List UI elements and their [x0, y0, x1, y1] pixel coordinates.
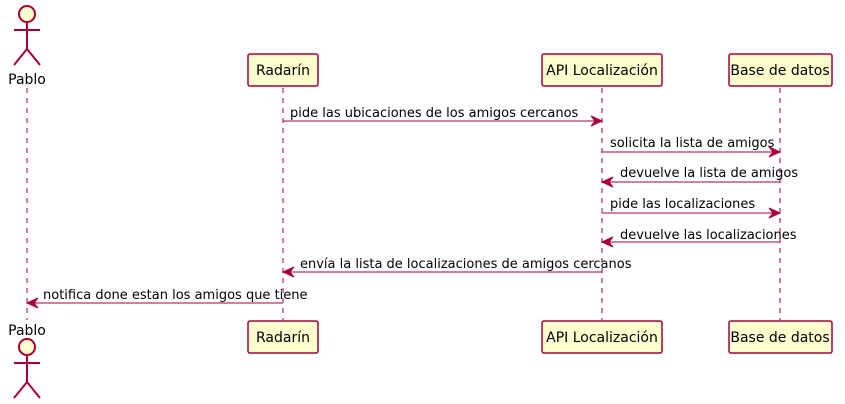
message-label-6: envía la lista de localizaciones de amig… — [300, 257, 632, 272]
message-label-1: pide las ubicaciones de los amigos cerca… — [290, 106, 579, 121]
arrow-right-icon — [768, 207, 782, 219]
participant-label-radarin-bottom: Radarín — [256, 330, 310, 346]
participant-radarin-top: Radarín — [247, 53, 319, 87]
message-label-3: devuelve la lista de amigos — [620, 166, 798, 181]
actor-pablo-bottom: Pablo — [8, 323, 46, 399]
message-5: devuelve las localizaciones — [600, 228, 797, 248]
arrow-right-icon — [590, 115, 604, 127]
actor-label-pablo-bottom: Pablo — [8, 323, 46, 339]
actor-pablo-top: Pablo — [8, 5, 46, 88]
message-2: solicita la lista de amigos — [602, 136, 782, 158]
message-1: pide las ubicaciones de los amigos cerca… — [283, 106, 604, 127]
participant-api-top: API Localización — [541, 53, 663, 87]
arrow-left-icon — [281, 266, 295, 278]
message-4: pide las localizaciones — [602, 197, 782, 219]
participant-label-radarin-top: Radarín — [256, 63, 310, 79]
arrow-left-icon — [600, 236, 614, 248]
message-label-4: pide las localizaciones — [610, 197, 755, 212]
arrow-left-icon — [25, 297, 39, 309]
arrow-right-icon — [768, 146, 782, 158]
participant-radarin-bottom: Radarín — [247, 320, 319, 354]
message-6: envía la lista de localizaciones de amig… — [281, 257, 632, 278]
participant-label-api-bottom: API Localización — [546, 330, 658, 346]
participant-api-bottom: API Localización — [541, 320, 663, 354]
message-label-5: devuelve las localizaciones — [620, 228, 797, 243]
participant-db-top: Base de datos — [728, 53, 833, 87]
message-label-2: solicita la lista de amigos — [610, 136, 775, 151]
participant-label-api-top: API Localización — [546, 63, 658, 79]
participant-label-db-top: Base de datos — [730, 63, 829, 79]
message-label-7: notifica done estan los amigos que tiene — [43, 288, 308, 303]
participant-db-bottom: Base de datos — [728, 320, 833, 354]
actor-label-pablo-top: Pablo — [8, 72, 46, 88]
participant-label-db-bottom: Base de datos — [730, 330, 829, 346]
message-7: notifica done estan los amigos que tiene — [25, 288, 308, 309]
actor-head-icon — [18, 5, 36, 23]
arrow-left-icon — [600, 176, 614, 188]
message-3: devuelve la lista de amigos — [600, 166, 798, 188]
actor-head-icon — [18, 338, 36, 356]
